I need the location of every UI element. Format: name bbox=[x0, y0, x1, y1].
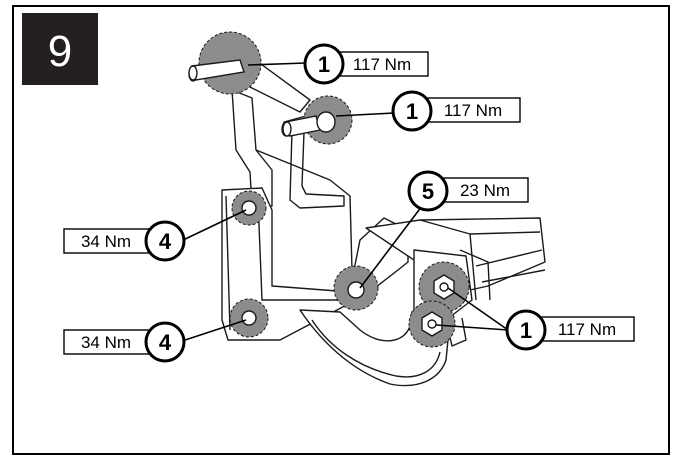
ref-circle bbox=[391, 90, 433, 132]
ref-circle bbox=[144, 321, 186, 363]
ref-number: 4 bbox=[159, 330, 172, 355]
leader-lines bbox=[178, 62, 509, 343]
ref-circle bbox=[505, 309, 547, 351]
callout-5: 34 Nm 4 bbox=[63, 321, 186, 363]
step-badge: 9 bbox=[22, 13, 98, 85]
torque-box bbox=[335, 51, 429, 77]
torque-value: 23 Nm bbox=[460, 181, 510, 200]
ref-number: 4 bbox=[159, 229, 172, 254]
ref-number: 1 bbox=[406, 99, 418, 124]
torque-value: 117 Nm bbox=[353, 55, 411, 74]
ref-number: 5 bbox=[422, 179, 434, 204]
ref-circle bbox=[407, 170, 449, 212]
ref-number: 1 bbox=[520, 318, 532, 343]
ref-circle bbox=[144, 220, 186, 262]
bolt-heads bbox=[188, 59, 455, 337]
torque-box bbox=[539, 316, 635, 342]
torque-box bbox=[63, 329, 159, 355]
torque-value: 117 Nm bbox=[558, 320, 616, 339]
torque-value: 34 Nm bbox=[81, 232, 131, 251]
ref-number: 1 bbox=[318, 52, 330, 77]
torque-box bbox=[441, 177, 529, 203]
callout-4: 34 Nm 4 bbox=[63, 220, 186, 262]
callout-3: 23 Nm 5 bbox=[407, 170, 529, 212]
callout-6: 117 Nm 1 bbox=[505, 309, 635, 351]
step-number: 9 bbox=[48, 27, 72, 76]
callout-2: 117 Nm 1 bbox=[391, 90, 521, 132]
hanger-plate bbox=[231, 89, 273, 207]
torque-box bbox=[425, 97, 521, 123]
torque-box bbox=[63, 228, 159, 254]
ref-circle bbox=[303, 43, 345, 85]
torque-value: 117 Nm bbox=[444, 101, 502, 120]
callout-1: 117 Nm 1 bbox=[303, 43, 429, 85]
torque-value: 34 Nm bbox=[81, 333, 131, 352]
